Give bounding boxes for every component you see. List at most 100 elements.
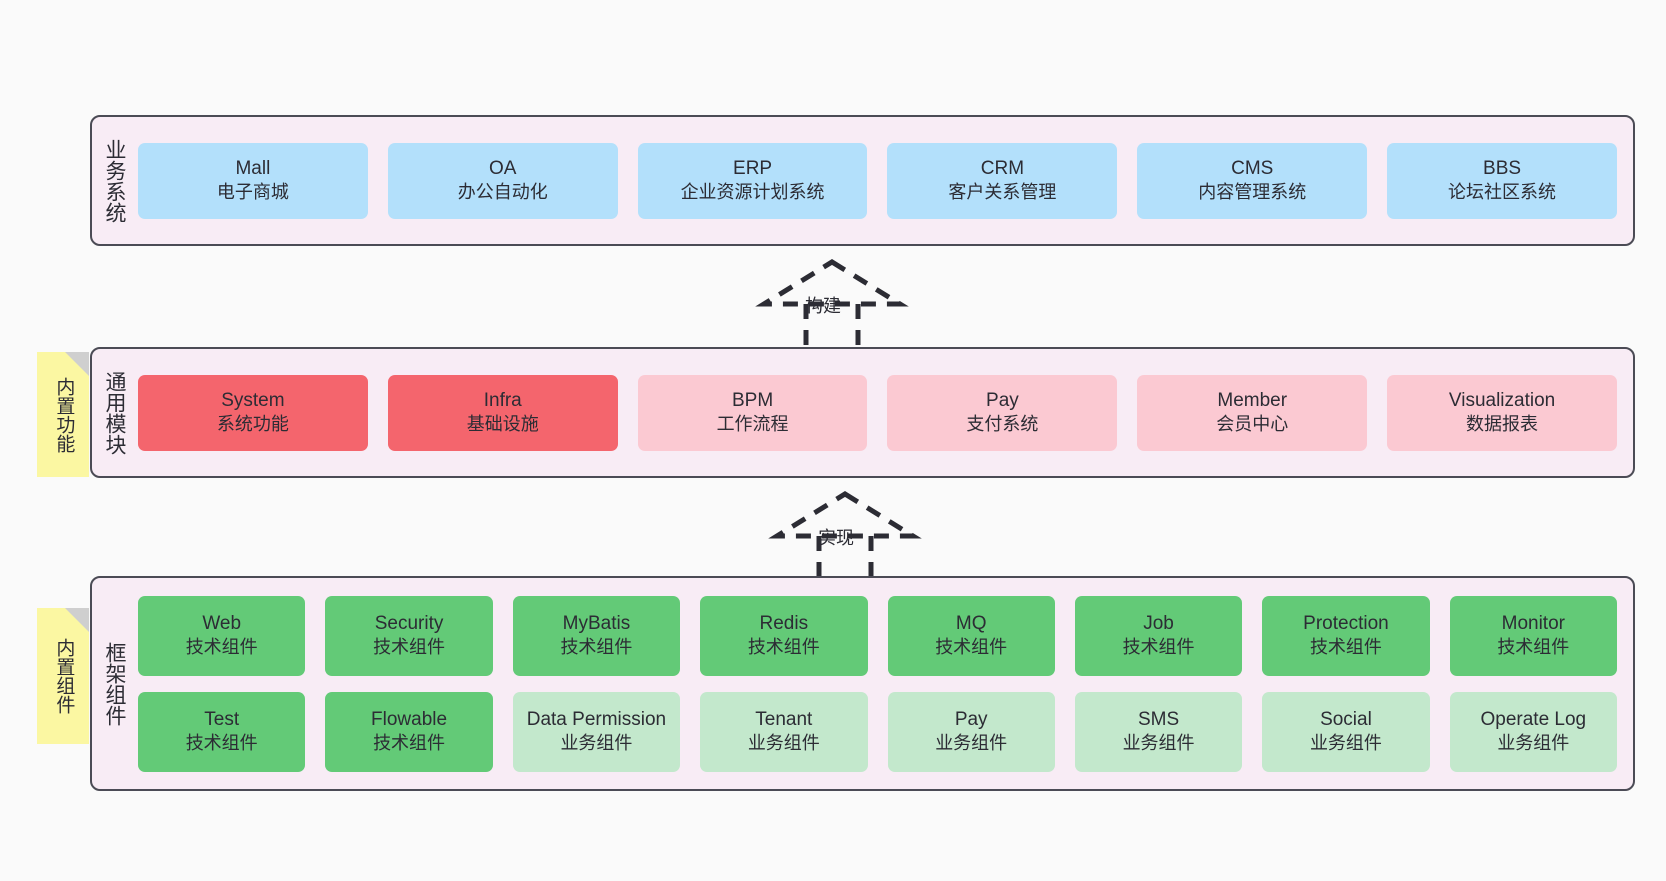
card-web[interactable]: Web 技术组件 — [138, 595, 306, 676]
card-member-subtitle: 会员中心 — [1216, 414, 1289, 435]
card-bbs[interactable]: BBS 论坛社区系统 — [1387, 142, 1617, 219]
layer-business-system-body: Mall 电子商城 OA 办公自动化 ERP 企业资源计划系统 CRM 客户关系… — [136, 117, 1633, 244]
card-member[interactable]: Member 会员中心 — [1137, 374, 1368, 451]
sticky-note-built-in-component-text: 内置组件 — [53, 638, 75, 714]
card-test-subtitle: 技术组件 — [185, 733, 258, 754]
card-monitor-subtitle: 技术组件 — [1497, 637, 1570, 658]
card-test[interactable]: Test 技术组件 — [138, 691, 306, 772]
card-protection-title: Protection — [1303, 613, 1389, 635]
card-tenant-subtitle: 业务组件 — [747, 733, 820, 754]
card-web-title: Web — [202, 613, 242, 635]
card-pay-component-subtitle: 业务组件 — [935, 733, 1008, 754]
layer-common-module[interactable]: 通用模块 System 系统功能 Infra 基础设施 BPM 工作流程 Pay — [90, 347, 1635, 478]
card-flowable[interactable]: Flowable 技术组件 — [325, 691, 493, 772]
card-mq[interactable]: MQ 技术组件 — [887, 595, 1055, 676]
card-redis-subtitle: 技术组件 — [747, 637, 820, 658]
card-mybatis[interactable]: MyBatis 技术组件 — [512, 595, 681, 676]
card-infra-title: Infra — [483, 390, 522, 412]
framework-tech-row: Web 技术组件 Security 技术组件 MyBatis 技术组件 Redi… — [138, 595, 1617, 676]
card-cms[interactable]: CMS 内容管理系统 — [1137, 142, 1368, 219]
card-cms-title: CMS — [1231, 158, 1274, 180]
card-infra[interactable]: Infra 基础设施 — [387, 374, 618, 451]
card-sms-title: SMS — [1137, 709, 1180, 731]
card-bpm-title: BPM — [731, 390, 774, 412]
card-security-title: Security — [374, 613, 444, 635]
card-mybatis-subtitle: 技术组件 — [560, 637, 633, 658]
card-social-title: Social — [1320, 709, 1372, 731]
card-visualization[interactable]: Visualization 数据报表 — [1387, 374, 1617, 451]
sticky-note-built-in-component[interactable]: 内置组件 — [37, 608, 89, 744]
card-sms[interactable]: SMS 业务组件 — [1074, 691, 1243, 772]
card-redis[interactable]: Redis 技术组件 — [700, 595, 868, 676]
card-security[interactable]: Security 技术组件 — [325, 595, 493, 676]
sticky-fold-icon — [65, 352, 89, 376]
card-web-subtitle: 技术组件 — [185, 637, 258, 658]
card-pay-module[interactable]: Pay 支付系统 — [887, 374, 1118, 451]
card-crm-subtitle: 客户关系管理 — [948, 182, 1057, 203]
card-mall[interactable]: Mall 电子商城 — [138, 142, 368, 219]
card-tenant-title: Tenant — [755, 709, 813, 731]
card-flowable-subtitle: 技术组件 — [373, 733, 446, 754]
layer-common-module-label: 通用模块 — [102, 370, 126, 455]
common-module-row: System 系统功能 Infra 基础设施 BPM 工作流程 Pay 支付系统… — [138, 374, 1617, 451]
card-erp-title: ERP — [733, 158, 773, 180]
framework-business-row: Test 技术组件 Flowable 技术组件 Data Permission … — [138, 691, 1617, 772]
layer-framework-component-label: 框架组件 — [102, 641, 126, 726]
card-oa-subtitle: 办公自动化 — [457, 182, 548, 203]
card-system-subtitle: 系统功能 — [216, 414, 289, 435]
card-monitor[interactable]: Monitor 技术组件 — [1449, 595, 1617, 676]
card-social-subtitle: 业务组件 — [1309, 733, 1382, 754]
card-redis-title: Redis — [759, 613, 809, 635]
card-bpm[interactable]: BPM 工作流程 — [637, 374, 868, 451]
card-crm-title: CRM — [980, 158, 1025, 180]
card-bbs-subtitle: 论坛社区系统 — [1448, 182, 1557, 203]
card-social[interactable]: Social 业务组件 — [1262, 691, 1430, 772]
sticky-note-built-in-function[interactable]: 内置功能 — [37, 352, 89, 477]
card-operate-log-subtitle: 业务组件 — [1497, 733, 1570, 754]
card-oa[interactable]: OA 办公自动化 — [387, 142, 618, 219]
card-member-title: Member — [1217, 390, 1288, 412]
card-flowable-title: Flowable — [371, 709, 448, 731]
card-job-subtitle: 技术组件 — [1122, 637, 1195, 658]
card-security-subtitle: 技术组件 — [373, 637, 446, 658]
card-sms-subtitle: 业务组件 — [1122, 733, 1195, 754]
layer-business-system-label: 业务系统 — [102, 138, 126, 223]
card-mybatis-title: MyBatis — [562, 613, 631, 635]
layer-common-module-body: System 系统功能 Infra 基础设施 BPM 工作流程 Pay 支付系统… — [136, 349, 1633, 476]
card-tenant[interactable]: Tenant 业务组件 — [700, 691, 868, 772]
layer-business-system[interactable]: 业务系统 Mall 电子商城 OA 办公自动化 ERP 企业资源计划系统 CRM — [90, 115, 1635, 246]
card-mall-subtitle: 电子商城 — [216, 182, 289, 203]
card-infra-subtitle: 基础设施 — [466, 414, 539, 435]
card-test-title: Test — [204, 709, 240, 731]
card-monitor-title: Monitor — [1501, 613, 1565, 635]
card-mq-title: MQ — [955, 613, 987, 635]
sticky-fold-icon — [65, 608, 89, 632]
card-system[interactable]: System 系统功能 — [138, 374, 368, 451]
layer-framework-component[interactable]: 框架组件 Web 技术组件 Security 技术组件 MyBatis 技术组件… — [90, 576, 1635, 791]
card-operate-log-title: Operate Log — [1480, 709, 1587, 731]
connector-implement-label: 实现 — [818, 528, 854, 548]
card-bpm-subtitle: 工作流程 — [716, 414, 789, 435]
card-pay-component-title: Pay — [954, 709, 988, 731]
card-job[interactable]: Job 技术组件 — [1074, 595, 1243, 676]
card-pay-component[interactable]: Pay 业务组件 — [887, 691, 1055, 772]
card-pay-module-title: Pay — [986, 390, 1019, 412]
layer-framework-component-body: Web 技术组件 Security 技术组件 MyBatis 技术组件 Redi… — [136, 578, 1633, 789]
card-bbs-title: BBS — [1483, 158, 1522, 180]
card-oa-title: OA — [489, 158, 517, 180]
connector-build-label: 构建 — [805, 296, 841, 316]
card-protection-subtitle: 技术组件 — [1309, 637, 1382, 658]
card-visualization-title: Visualization — [1448, 390, 1556, 412]
card-erp[interactable]: ERP 企业资源计划系统 — [637, 142, 868, 219]
card-protection[interactable]: Protection 技术组件 — [1262, 595, 1430, 676]
card-visualization-subtitle: 数据报表 — [1466, 414, 1539, 435]
card-mall-title: Mall — [235, 158, 271, 180]
card-data-permission-subtitle: 业务组件 — [560, 733, 633, 754]
business-row: Mall 电子商城 OA 办公自动化 ERP 企业资源计划系统 CRM 客户关系… — [138, 142, 1617, 219]
card-operate-log[interactable]: Operate Log 业务组件 — [1449, 691, 1617, 772]
card-cms-subtitle: 内容管理系统 — [1198, 182, 1307, 203]
card-system-title: System — [221, 390, 285, 412]
card-data-permission[interactable]: Data Permission 业务组件 — [512, 691, 681, 772]
card-crm[interactable]: CRM 客户关系管理 — [887, 142, 1118, 219]
